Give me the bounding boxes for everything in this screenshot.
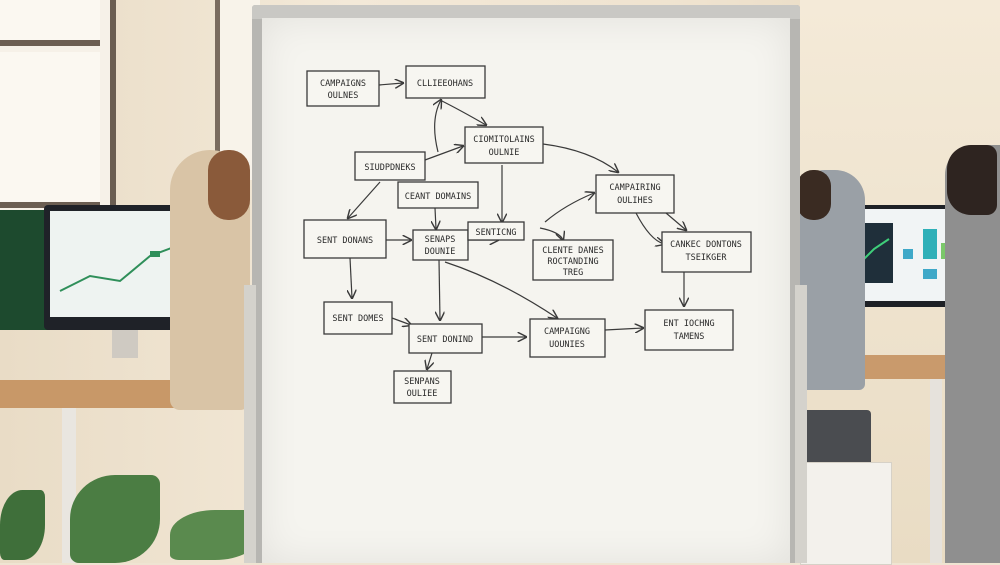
svg-text:OULIEE: OULIEE (407, 389, 438, 399)
edge (378, 83, 403, 85)
office-window (0, 0, 116, 330)
edge (539, 227, 563, 240)
svg-text:OULIHES: OULIHES (617, 196, 653, 206)
flow-node-ceant-domains: CEANT DOMAINS (397, 181, 479, 209)
svg-text:SIUDPDNEKS: SIUDPDNEKS (364, 163, 415, 173)
flow-node-senaps-dounie: SENAPS DOUNIE (412, 229, 469, 261)
edge (424, 146, 463, 161)
edge (665, 212, 686, 230)
flow-node-campairing-oulihes: CAMPAIRING OULIHES (595, 174, 675, 214)
svg-text:SENT DONANS: SENT DONANS (317, 236, 373, 246)
svg-text:CAMPAIGNG: CAMPAIGNG (544, 327, 590, 337)
flow-node-clente-danes: CLENTE DANES ROCTANDING TREG (532, 239, 614, 281)
svg-text:SENAPS: SENAPS (425, 235, 456, 245)
flow-node-senticng: SENTICNG (467, 221, 525, 241)
person-standing-right (945, 145, 1000, 563)
svg-text:CLLIEEOHANS: CLLIEEOHANS (417, 79, 473, 89)
desk-right-leg (930, 379, 942, 563)
flow-node-sent-domes: SENT DOMES (323, 301, 393, 335)
flow-node-campaigng-uounies: CAMPAIGNG UOUNIES (529, 318, 606, 358)
edge (604, 328, 643, 330)
svg-text:CAMPAIRING: CAMPAIRING (609, 183, 660, 193)
svg-text:TSEIKGER: TSEIKGER (686, 253, 728, 263)
svg-text:CLENTE DANES: CLENTE DANES (542, 246, 603, 256)
edge (544, 193, 594, 223)
flow-node-senpans-oulie: SENPANS OULIEE (393, 370, 452, 404)
edge (635, 212, 664, 244)
person-at-left-monitor (170, 150, 250, 410)
edge (439, 99, 486, 125)
edge (427, 352, 432, 369)
svg-text:SENT DOMES: SENT DOMES (332, 314, 383, 324)
svg-text:TAMENS: TAMENS (674, 332, 705, 342)
monitor-far-left (0, 210, 48, 330)
flow-node-ent-iochng: ENT IOCHNG TAMENS (644, 309, 734, 351)
flow-node-cankec-dontons: CANKEC DONTONS TSEIKGER (661, 231, 752, 273)
edge (350, 257, 352, 298)
svg-text:UOUNIES: UOUNIES (549, 340, 585, 350)
svg-text:ENT IOCHNG: ENT IOCHNG (663, 319, 714, 329)
flow-node-sent-donind: SENT DONIND (408, 323, 483, 354)
edge (435, 100, 441, 153)
file-cabinet (800, 462, 892, 565)
flow-node-sent-donans: SENT DONANS (303, 219, 387, 259)
flow-node-siudpdneks: SIUDPDNEKS (354, 151, 426, 181)
svg-text:OULNES: OULNES (328, 91, 359, 101)
whiteboard-top-rail (252, 5, 800, 19)
flow-node-ciomitolains: CIOMITOLAINS OULNIE (464, 126, 544, 164)
whiteboard-right-post (795, 285, 807, 563)
svg-text:CIOMITOLAINS: CIOMITOLAINS (473, 135, 534, 145)
svg-text:SENPANS: SENPANS (404, 377, 440, 387)
svg-text:CEANT DOMAINS: CEANT DOMAINS (405, 192, 472, 202)
flow-node-clliee: CLLIEEOHANS (405, 65, 486, 99)
svg-text:CANKEC DONTONS: CANKEC DONTONS (670, 240, 742, 250)
flow-node-campaigns-oulnes: CAMPAIGNS OULNES (306, 70, 380, 107)
edge (439, 259, 440, 320)
edge (348, 181, 381, 218)
edge (444, 261, 557, 318)
svg-text:SENTICNG: SENTICNG (476, 228, 517, 238)
svg-text:OULNIE: OULNIE (489, 148, 520, 158)
svg-text:CAMPAIGNS: CAMPAIGNS (320, 79, 366, 89)
svg-text:DOUNIE: DOUNIE (425, 247, 456, 257)
edge (435, 207, 436, 229)
svg-text:TREG: TREG (563, 268, 583, 278)
screen-chart-icon (59, 240, 191, 292)
svg-text:SENT DONIND: SENT DONIND (417, 335, 473, 345)
edge (542, 143, 618, 172)
edge (391, 317, 411, 325)
whiteboard-left-post (244, 285, 256, 563)
svg-text:ROCTANDING: ROCTANDING (547, 257, 598, 267)
